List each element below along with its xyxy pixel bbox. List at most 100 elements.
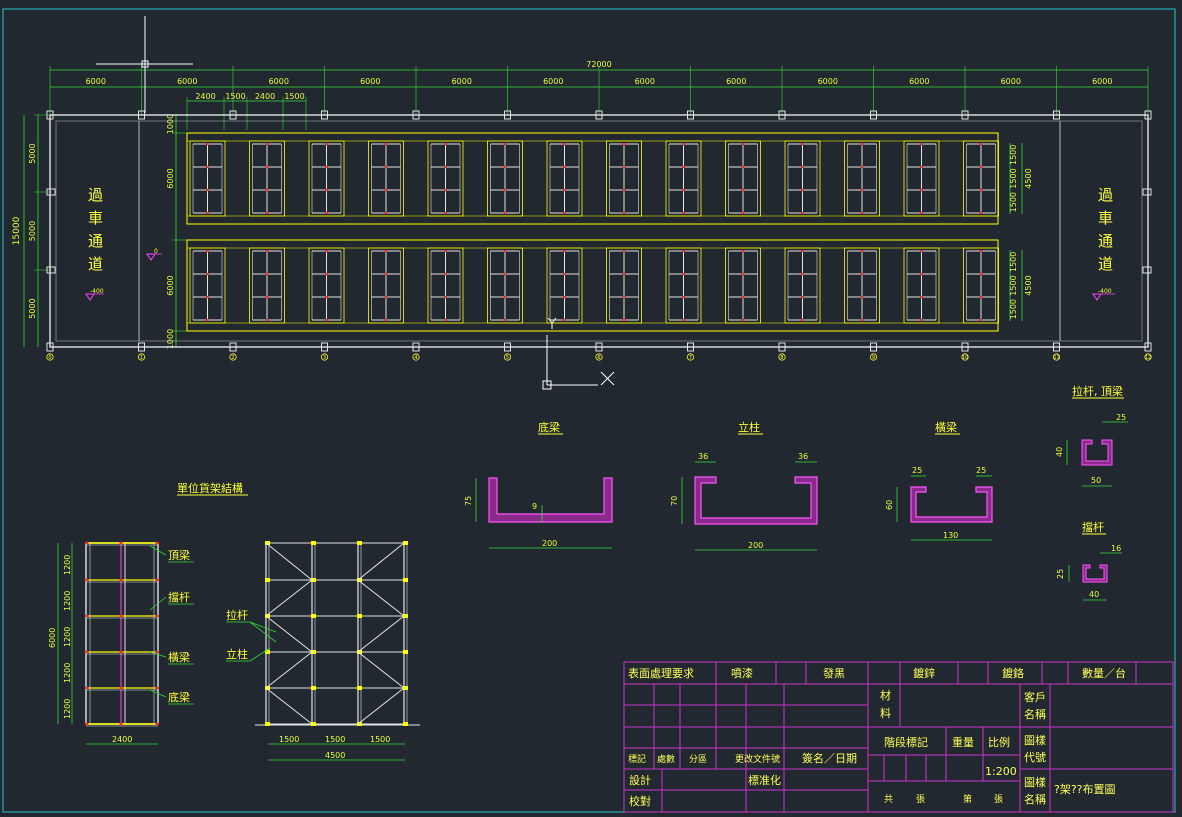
- dim-left: 5000: [28, 221, 37, 241]
- side-joint: [265, 614, 270, 618]
- building-column: [1144, 342, 1152, 352]
- rack-joint: [325, 142, 328, 146]
- profile-shape: [694, 476, 818, 525]
- building-column: [778, 110, 786, 120]
- side-joint: [311, 650, 316, 654]
- rack-unit: [665, 140, 702, 217]
- building-column: [504, 342, 511, 352]
- rack-unit: [606, 247, 642, 324]
- side-joint: [311, 541, 316, 545]
- axis-number: 12: [1145, 355, 1151, 361]
- elevation-mark-mid: 0: [146, 248, 162, 261]
- axis-number: 2: [231, 355, 234, 361]
- building-column: [504, 110, 511, 120]
- viewport-border: [2, 8, 1176, 813]
- dim-height: 25: [1056, 569, 1065, 579]
- rack-unit: [844, 247, 880, 324]
- front-joint: [85, 541, 89, 545]
- section-title: 拉杆, 頂梁: [1072, 384, 1123, 398]
- tb-sheets2: 張: [994, 794, 1003, 805]
- front-joint: [119, 578, 123, 582]
- rack-joint: [682, 272, 685, 276]
- tb-check: 校對: [629, 794, 651, 808]
- rack-joint: [563, 272, 566, 276]
- building-column: [412, 110, 420, 120]
- side-joint: [403, 722, 408, 726]
- axis-number: 6: [597, 355, 600, 361]
- rack-joint: [384, 165, 388, 169]
- side-joint: [265, 686, 270, 690]
- side-joint: [403, 650, 408, 654]
- label-tie-rod: 拉杆: [226, 608, 248, 622]
- building-column: [687, 110, 694, 120]
- dim-bay-width: 6000: [635, 77, 655, 86]
- axis-marker: [503, 353, 512, 361]
- tb-design: 設計: [629, 773, 651, 787]
- dim-row: 6000: [166, 275, 175, 295]
- dim-lip: 16: [1111, 544, 1121, 553]
- dim-width: 40: [1089, 590, 1099, 599]
- dim-level: 1200: [63, 555, 72, 575]
- axis-marker: [46, 353, 54, 361]
- rack-joint: [920, 165, 923, 169]
- front-joint: [155, 686, 159, 690]
- side-view: 1500 1500 1500 4500 拉杆 立柱: [226, 541, 420, 761]
- rack-unit: [487, 140, 523, 217]
- side-joint: [403, 578, 408, 582]
- rack-joint: [503, 318, 507, 322]
- rack-joint: [801, 249, 804, 253]
- rack-joint: [682, 188, 685, 192]
- aisle-char: 車: [1098, 209, 1113, 227]
- rack-joint: [384, 211, 388, 215]
- tb-sheet-no: 第: [963, 793, 972, 805]
- rack-joint: [325, 188, 328, 192]
- tb-material: 材: [880, 688, 891, 702]
- section-column: 立柱 36 36 70 200: [670, 420, 818, 551]
- dim-bay-width: 6000: [269, 77, 289, 86]
- rack-joint: [920, 295, 923, 299]
- building-columns: [46, 110, 1152, 352]
- rack-row-outline: [186, 132, 999, 225]
- axis-marker: [320, 353, 329, 361]
- dim-bay-width: 6000: [86, 77, 106, 86]
- tb-name: 名稱: [1024, 792, 1046, 806]
- dim-lip: 25: [1116, 413, 1126, 422]
- dim-width: 200: [748, 541, 763, 550]
- axis-number: 7: [689, 355, 692, 361]
- rack-joint: [265, 295, 269, 299]
- elevation-value: 0: [154, 248, 158, 255]
- rack-unit: [308, 247, 345, 324]
- label-bottom-beam: 底梁: [168, 690, 190, 704]
- dim-bay-width: 6000: [1092, 77, 1112, 86]
- axis-marker: [961, 353, 969, 361]
- rack-joint: [206, 142, 209, 146]
- side-joint: [265, 722, 270, 726]
- rack-joint: [206, 295, 209, 299]
- tb-code: 代號: [1024, 751, 1046, 764]
- dim-bay-width: 6000: [452, 77, 472, 86]
- side-joint: [357, 541, 362, 545]
- aisle-char: 道: [88, 255, 103, 273]
- title-block: [623, 661, 1174, 813]
- rack-joint: [979, 249, 983, 253]
- rack-joint: [265, 318, 269, 322]
- dim-width: 50: [1091, 476, 1101, 485]
- section-bottom-beam: 底梁 75 9 200: [464, 420, 613, 549]
- unit-rack-structure: 單位貨架結構 6000 1200 1200 1200 1200 1200 240…: [48, 481, 420, 761]
- building-column: [1142, 266, 1152, 274]
- side-brace: [265, 579, 313, 617]
- rack-joint: [920, 188, 923, 192]
- rack-unit: [963, 140, 999, 217]
- section-tie-top-beam: 拉杆, 頂梁 25 40 50: [1055, 384, 1128, 487]
- dim-bay-width: 6000: [177, 77, 197, 86]
- cad-cursor: [96, 16, 193, 113]
- side-brace: [357, 615, 405, 653]
- axis-number: 1: [140, 355, 143, 361]
- dim-right: 1500: [1009, 145, 1018, 165]
- rack-joint: [860, 272, 864, 276]
- section-stop-bar: 擋杆 16 25 40: [1056, 520, 1122, 601]
- rack-joint: [682, 249, 685, 253]
- rack-joint: [801, 188, 804, 192]
